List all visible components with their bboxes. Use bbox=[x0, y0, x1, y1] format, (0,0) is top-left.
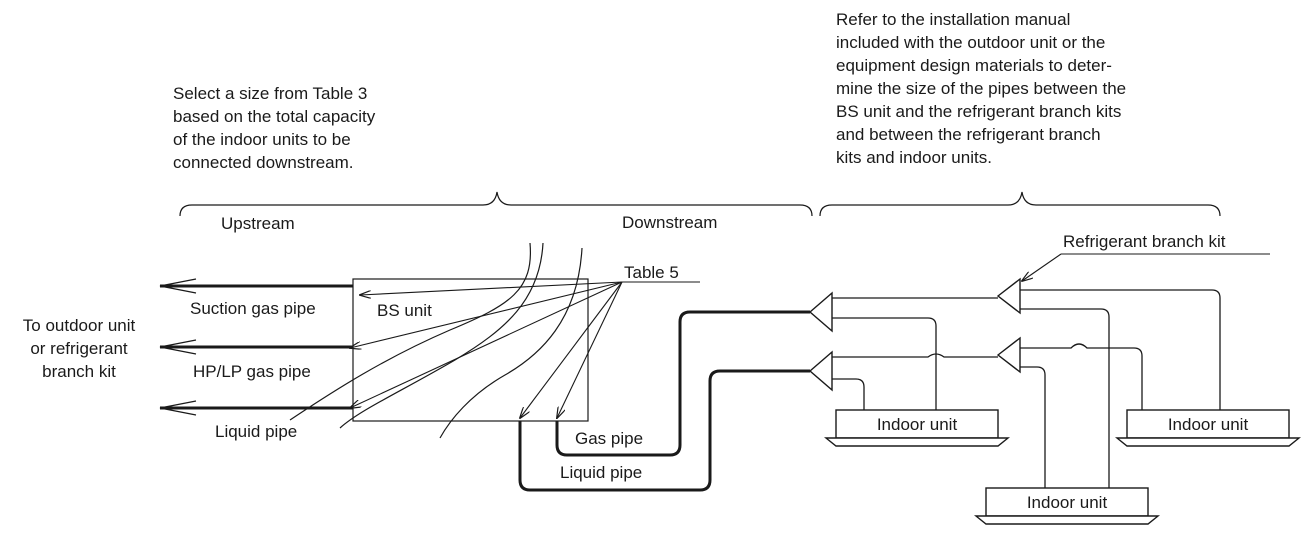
right-note-line: mine the size of the pipes between the bbox=[836, 79, 1127, 98]
refrigerant-branch-kit-label: Refrigerant branch kit bbox=[1063, 232, 1226, 251]
right-note-line: equipment design materials to deter- bbox=[836, 56, 1112, 75]
hp-lp-gas-arrow bbox=[159, 339, 197, 355]
gas-pipe-line bbox=[555, 310, 810, 457]
right-note-line: kits and indoor units. bbox=[836, 148, 992, 167]
right-note-line: and between the refrigerant branch bbox=[836, 125, 1101, 144]
liquid-pipe-bottom-label: Liquid pipe bbox=[560, 463, 643, 482]
bs-unit-box bbox=[352, 278, 589, 422]
right-note: Refer to the installation manual include… bbox=[836, 8, 1126, 169]
indoor-units bbox=[824, 409, 1301, 525]
right-note-line: Refer to the installation manual bbox=[836, 10, 1071, 29]
to-outdoor-line: To outdoor unit bbox=[22, 316, 136, 335]
left-note: Select a size from Table 3 based on the … bbox=[173, 82, 375, 174]
liquid-pipe-line bbox=[518, 369, 810, 492]
right-note-line: included with the outdoor unit or the bbox=[836, 33, 1106, 52]
break-curves bbox=[289, 242, 583, 439]
left-note-line: based on the total capacity bbox=[173, 107, 376, 126]
indoor-unit-1-box bbox=[835, 409, 999, 439]
indoor-unit-3-box bbox=[985, 487, 1149, 517]
indoor-unit-2-box bbox=[1126, 409, 1290, 439]
branch-kit-leader bbox=[1022, 253, 1270, 281]
indoor-unit-2-label: Indoor unit bbox=[1167, 415, 1249, 434]
right-note-line: BS unit and the refrigerant branch kits bbox=[836, 102, 1122, 121]
to-outdoor-line: branch kit bbox=[42, 362, 116, 381]
table5-label: Table 5 bbox=[624, 263, 679, 282]
left-note-line: of the indoor units to be bbox=[173, 130, 351, 149]
liquid-pipe-left-label: Liquid pipe bbox=[215, 422, 298, 441]
table5-leaders bbox=[350, 281, 700, 418]
gas-pipe-label: Gas pipe bbox=[575, 429, 644, 448]
indoor-unit-3-label: Indoor unit bbox=[1026, 493, 1108, 512]
upstream-label: Upstream bbox=[221, 214, 295, 233]
bs-unit-label: BS unit bbox=[377, 301, 432, 320]
branch-kits bbox=[808, 277, 1021, 392]
indoor-unit-2-base bbox=[1115, 437, 1301, 447]
to-outdoor-line: or refrigerant bbox=[30, 339, 128, 358]
upstream-brace bbox=[179, 191, 813, 217]
outgoing-pipes bbox=[159, 278, 353, 416]
left-note-line: Select a size from Table 3 bbox=[173, 84, 368, 103]
left-note-line: connected downstream. bbox=[173, 153, 354, 172]
indoor-unit-1-label: Indoor unit bbox=[876, 415, 958, 434]
suction-gas-pipe-label: Suction gas pipe bbox=[190, 299, 316, 318]
downstream-label: Downstream bbox=[622, 213, 718, 232]
to-outdoor-label: To outdoor unit or refrigerant branch ki… bbox=[0, 314, 158, 383]
liquid-arrow bbox=[159, 400, 197, 416]
downstream-brace bbox=[819, 191, 1221, 217]
hp-lp-gas-pipe-label: HP/LP gas pipe bbox=[193, 362, 311, 381]
indoor-unit-3-base bbox=[974, 515, 1160, 525]
branch-piping bbox=[832, 289, 1221, 488]
indoor-unit-1-base bbox=[824, 437, 1010, 447]
suction-gas-arrow bbox=[159, 278, 197, 294]
